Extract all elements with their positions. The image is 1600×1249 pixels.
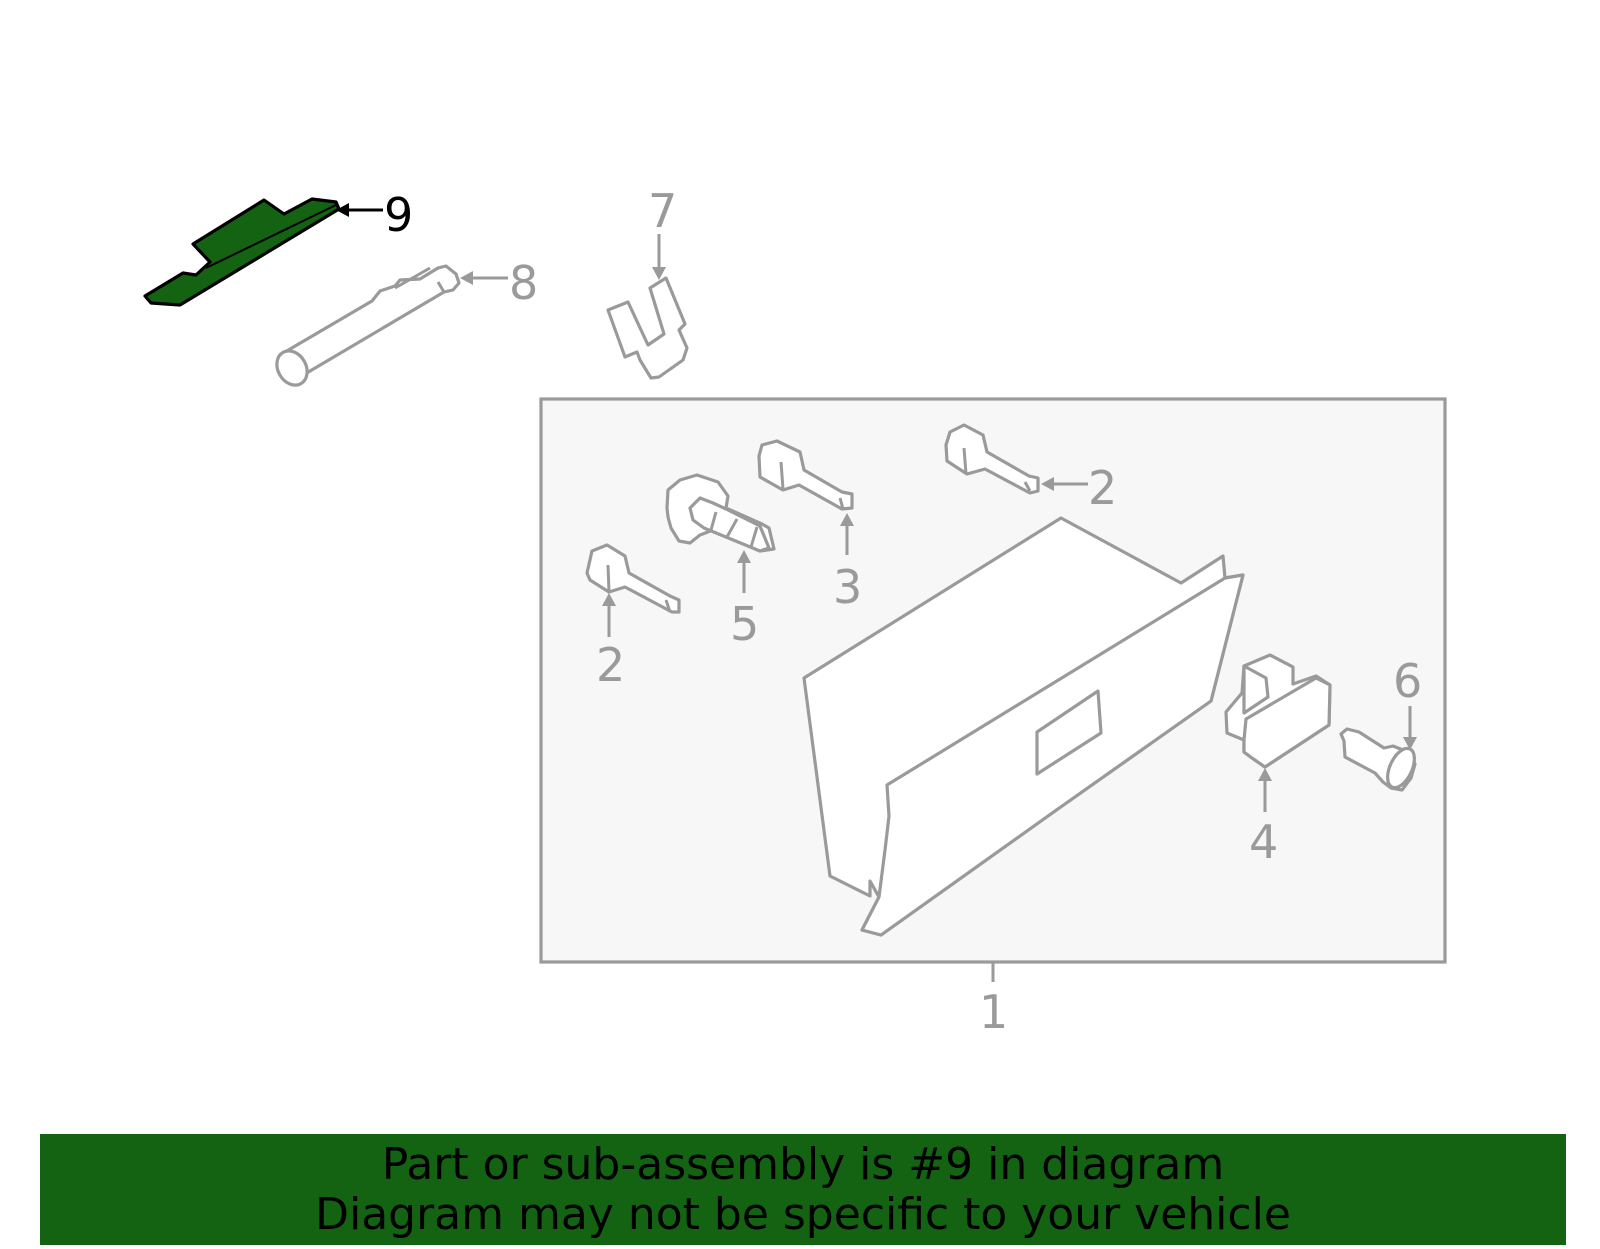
callout-2-lower: 2 (596, 638, 625, 692)
callout-7: 7 (648, 184, 677, 238)
info-banner: Part or sub-assembly is #9 in diagram Di… (40, 1134, 1566, 1245)
callout-3: 3 (833, 560, 862, 614)
part-2-screw-lower[interactable] (585, 543, 681, 614)
part-1-glove-box[interactable] (802, 516, 1245, 937)
part-7-clip[interactable] (606, 276, 689, 380)
banner-line-1: Part or sub-assembly is #9 in diagram (381, 1138, 1225, 1190)
callout-5: 5 (730, 597, 759, 651)
part-9-bracket[interactable] (143, 197, 341, 307)
callout-2-upper: 2 (1088, 461, 1117, 515)
callout-labels: 9 8 7 2 2 3 5 6 4 1 (384, 184, 1422, 1039)
callout-1: 1 (979, 985, 1008, 1039)
banner-line-2: Diagram may not be specific to your vehi… (315, 1188, 1291, 1240)
leaders (336, 203, 1417, 982)
callout-8: 8 (509, 256, 538, 310)
callout-9: 9 (384, 188, 413, 242)
part-8-rod[interactable] (271, 264, 461, 391)
callout-4: 4 (1249, 815, 1278, 869)
part-4-bracket[interactable] (1224, 653, 1332, 769)
part-5-fastener[interactable] (665, 473, 776, 553)
part-2-screw-upper[interactable] (944, 423, 1040, 495)
part-3-screw[interactable] (757, 439, 854, 511)
callout-6: 6 (1393, 654, 1422, 708)
